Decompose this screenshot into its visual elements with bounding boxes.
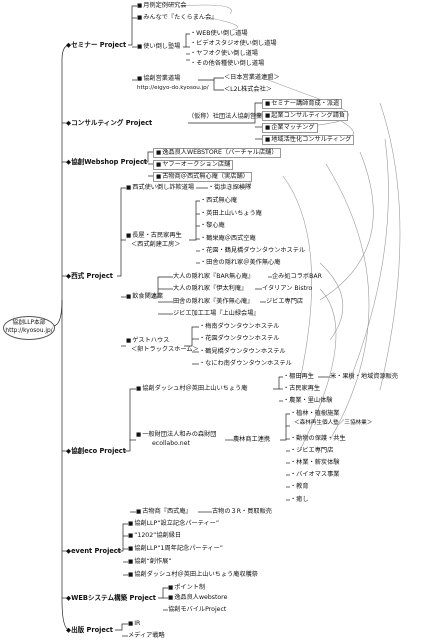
nishishiki-b-label2: ＜西式創建工房＞: [131, 241, 181, 248]
consulting-item-regional[interactable]: 地域活性化コンサルティング: [262, 135, 355, 145]
root-title: 協創LLP本部: [12, 320, 46, 326]
nishishiki-c-label[interactable]: 飲食関連業: [126, 293, 163, 301]
event-item[interactable]: 協創LLP“1周年記念パーティー”: [128, 545, 223, 553]
food-row-name[interactable]: 田舎の隠れ家『美作無心庵』: [173, 298, 254, 305]
consulting-item-startup[interactable]: 起業コンサルティング請負: [262, 111, 349, 121]
consulting-item-instructor[interactable]: セミナー講師育成・派遣: [262, 99, 343, 109]
nishishiki-a-sub[interactable]: ・街歩き探検隊: [208, 184, 252, 191]
nishishiki-a-label[interactable]: 西式使い倒し詐欺道場: [126, 184, 194, 192]
eco-b-item[interactable]: ・植林・植樹施業: [290, 410, 340, 417]
tsukai-yahoo[interactable]: ・ヤフオク使い倒し道場: [190, 50, 258, 57]
eco-b-item[interactable]: ・ジビエ専門店: [290, 447, 334, 454]
nishishiki-b-item[interactable]: ・英田上山いちょう庵: [200, 210, 262, 217]
consulting-project-title[interactable]: ◆コンサルティング Project: [66, 119, 153, 127]
tsukai-video[interactable]: ・ビデオスタジオ使い倒し道場: [190, 40, 277, 47]
eco-b-item[interactable]: ・動物の保護・共生: [290, 435, 346, 442]
nishishiki-d-label[interactable]: ゲストハウス: [126, 337, 169, 345]
eco-c-side[interactable]: 古物の３R・買取販売: [212, 508, 272, 515]
eco-a-label[interactable]: 協創ダッシュ村＠英田上山いちょう庵: [136, 385, 247, 393]
event-project-title[interactable]: ◆event Project: [66, 547, 121, 555]
event-item[interactable]: 協創ダッシュ村＠英田上山いちょう庵収穫祭: [128, 571, 258, 579]
eigyo-link-l2l[interactable]: ＜L2L株式会社＞: [224, 86, 272, 93]
event-item[interactable]: 協創“創作展”: [128, 558, 171, 566]
webshop-item-yahoo[interactable]: ヤフーオークション店舗: [153, 160, 234, 170]
event-item[interactable]: “1202”協創縁日: [128, 532, 181, 540]
seminar-project-title[interactable]: ◆セミナー Project: [66, 41, 127, 49]
eco-b-item[interactable]: ・バイオマス事業: [290, 471, 340, 478]
food-row-type[interactable]: ジビエ専門店: [266, 298, 304, 305]
eco-a-item[interactable]: ・棚田再生: [283, 373, 314, 380]
nishishiki-b-item[interactable]: ・鶴栄庵＠西式空庵: [200, 235, 256, 242]
tsukai-other[interactable]: ・その他各種使い倒し道場: [190, 60, 265, 67]
event-item[interactable]: 協創LLP“設立記念パーティー”: [128, 520, 219, 528]
food-row-type[interactable]: イタリアン Bistro: [262, 285, 313, 292]
seminar-item-monthly[interactable]: 月例定例研究会: [137, 2, 186, 10]
eco-c-label[interactable]: 古物商『西式庵』: [136, 508, 192, 516]
guesthouse-item[interactable]: ・花園ダウンタウンホステル: [199, 335, 280, 342]
nishishiki-d-label2: ＜卵トラックスホーム＞: [131, 346, 199, 353]
eco-b-url[interactable]: ecollabo.net: [152, 440, 190, 447]
nishishiki-b-item[interactable]: ・花園・鶴見橋ダウンタウンホステル: [200, 247, 306, 254]
nishishiki-project-title[interactable]: ◆西式 Project: [66, 272, 113, 280]
eco-b-item[interactable]: ・林業・薪炭体験: [290, 459, 340, 466]
publishing-item[interactable]: IR: [128, 620, 140, 628]
websystem-project-title[interactable]: ◆WEBシステム構築 Project: [66, 594, 156, 602]
eco-b-label[interactable]: 一般財団法人和みの森財団: [136, 431, 216, 439]
consulting-item-matching[interactable]: 企業マッチング: [262, 123, 318, 133]
publishing-item[interactable]: メディア戦略: [128, 632, 165, 639]
eigyo-link-federation[interactable]: ＜日本営業道連盟＞: [224, 74, 280, 81]
eco-project-title[interactable]: ◆協創eco Project: [66, 447, 126, 455]
consulting-org: （仮称）社団法人協創営業道場: [188, 113, 275, 120]
websystem-item[interactable]: ポイント制: [168, 584, 205, 592]
eco-a-item[interactable]: ・農業・里山体験: [283, 397, 333, 404]
tsukai-web[interactable]: ・WEB使い倒し道場: [190, 30, 248, 37]
guesthouse-item[interactable]: ・梅南ダウンタウンホステル: [199, 323, 280, 330]
food-row-name[interactable]: 大人の隠れ家『BAR無心庵』: [173, 273, 254, 280]
seminar-item-eigyo[interactable]: 協創営業道場: [137, 75, 180, 83]
eigyo-url-link[interactable]: http://eigyo-do.kyosou.jp/: [137, 85, 209, 91]
seminar-item-tsukai[interactable]: 使い倒し塾場: [137, 43, 180, 51]
nishishiki-b-item[interactable]: ・西式無心庵: [200, 197, 238, 204]
webshop-project-title[interactable]: ◆協創Webshop Project: [66, 158, 148, 166]
webshop-item-shop[interactable]: 古物商＠西式無心庵（実店舗）: [153, 172, 252, 182]
eco-b-mid[interactable]: 農林商工連携: [233, 436, 271, 443]
eco-b-item: ＜森林再生個人塾／三協林業＞: [294, 420, 373, 426]
webshop-item-webstore[interactable]: 逸品良人WEBSTORE（バーチャル店舗）: [153, 148, 281, 158]
eco-b-item[interactable]: ・癒し: [290, 496, 309, 503]
seminar-item-takuraman[interactable]: みんなで『たくらまん会』: [137, 14, 217, 22]
food-row-name[interactable]: 大人の隠れ家『伊太利庵』: [173, 285, 248, 292]
websystem-item[interactable]: 協創モバイルProject: [168, 606, 227, 613]
eco-a-side[interactable]: 米・果樹・地域資源販売: [330, 373, 399, 380]
publishing-project-title[interactable]: ◆出版 Project: [66, 626, 113, 634]
food-row-type[interactable]: 企み処コラボBAR: [272, 273, 322, 280]
nishishiki-b-item[interactable]: ・田舎の隠れ家＠美作無心庵: [200, 259, 281, 266]
nishishiki-b-label[interactable]: 長屋・古民家再生: [126, 232, 182, 240]
eco-b-item[interactable]: ・教育: [290, 483, 309, 490]
websystem-item[interactable]: 逸品良人webstore: [168, 594, 227, 602]
guesthouse-item[interactable]: ・なにわ南ダウンタウンホステル: [199, 360, 292, 367]
guesthouse-item[interactable]: ・鶴見橋ダウンタウンホステル: [199, 348, 286, 355]
nishishiki-b-item[interactable]: ・黎心庵: [200, 222, 225, 229]
food-row-name[interactable]: ジビエ加工工場『上山緑会場』: [173, 310, 260, 317]
root-url: http://kyosou.jp/: [5, 328, 53, 334]
root-node-headquarters[interactable]: 協創LLP本部 http://kyosou.jp/: [3, 316, 55, 340]
eco-a-item[interactable]: ・古民家再生: [283, 385, 321, 392]
